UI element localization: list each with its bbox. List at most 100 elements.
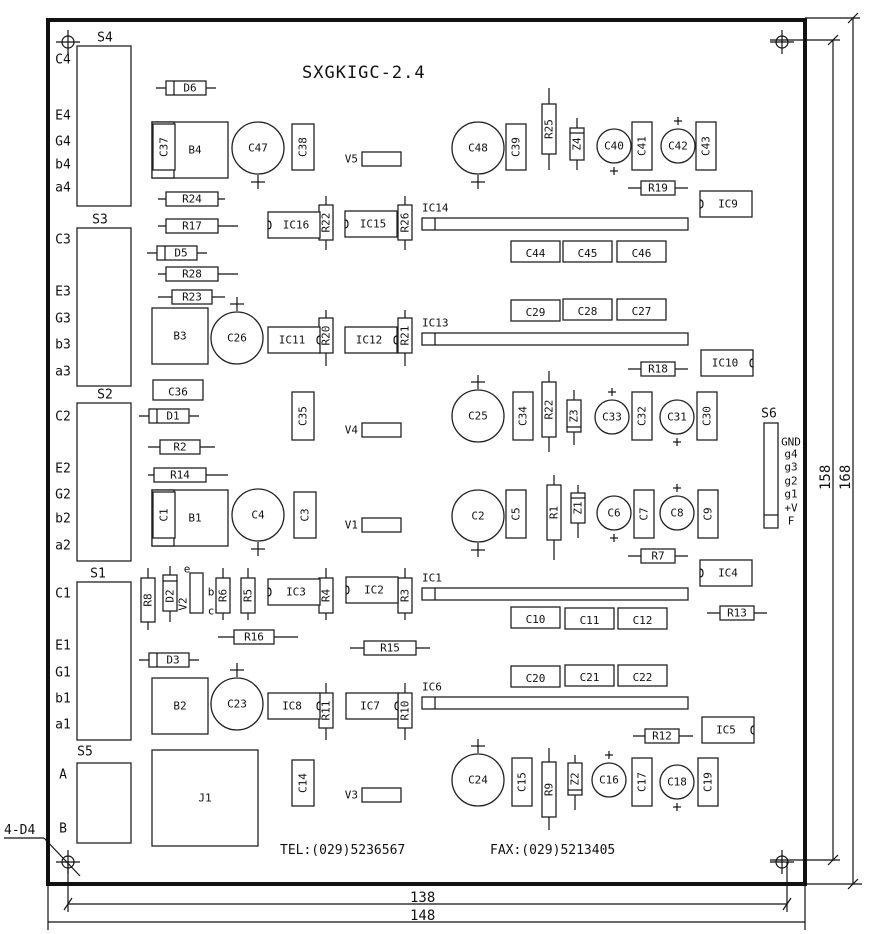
connector-pin-label: G4 [55,135,71,150]
component-label: C15 [516,772,529,792]
component-label: R9 [543,783,556,796]
mounting-hole-icon [770,850,794,874]
ic-ic9: IC9 [699,190,753,218]
component-label: R15 [380,642,400,655]
connector-pin-label: a1 [55,718,71,733]
resistor-r14: R14 [148,467,228,483]
resistor-r8: R8 [140,568,156,630]
component-label: R23 [182,291,202,304]
capacitor-c30: C30 [696,391,718,441]
regulator-v5: V5 [345,151,402,167]
component-label: C19 [702,772,715,792]
tel-label: TEL:(029)5236567 [280,843,405,858]
electrolytic-capacitor-c18: C18 [659,764,695,811]
connector-s5: S5A B [59,745,132,844]
component-label: R17 [182,220,202,233]
component-label: IC2 [364,584,384,597]
connector-ref: S1 [90,567,106,582]
diode-d5: D5 [147,245,207,261]
electrolytic-capacitor-c48: C48 [451,121,505,189]
connector-pin-label: b2 [55,512,71,527]
connector-pin-label: G2 [55,488,71,503]
regulator-v3: V3 [345,787,402,803]
electrolytic-capacitor-c31: C31 [659,399,695,446]
component-label: C17 [636,772,649,792]
component-label: C44 [526,247,546,260]
component-label: R22 [320,213,333,233]
electrolytic-capacitor-c8: C8 [659,484,695,531]
connector-pin-label: a2 [55,539,71,554]
capacitor-c32: C32 [631,391,653,441]
connector-pin-label: a3 [55,365,71,380]
mount-hole-label: 4-D4 [4,823,35,838]
connector-pin-label: B [59,822,67,837]
resistor-r9: R9 [541,748,557,830]
capacitor-c20: C20 [510,665,561,688]
mounting-hole-icon [56,850,80,874]
resistor-r12: R12 [633,728,693,744]
ic-notch-icon [699,199,704,209]
component-label: IC7 [360,700,380,713]
ic-ic16: IC16 [267,211,321,239]
capacitor-c27: C27 [616,298,667,321]
component-label: R5 [242,589,255,602]
fax-label: FAX:(029)5213405 [490,843,615,858]
component-label: IC4 [718,567,738,580]
ic-notch-icon [699,568,704,578]
electrolytic-capacitor-c2: C2 [451,489,505,557]
component-label: B2 [173,700,186,713]
resistor-r26: R26 [397,196,413,250]
electrolytic-capacitor-c24: C24 [451,739,505,807]
component-label: B3 [173,330,186,343]
component-label: D3 [166,654,179,667]
component-label: R14 [170,469,190,482]
component-label: R4 [320,589,333,603]
connector-ref: S5 [77,745,93,760]
capacitor-c14: C14 [291,759,315,807]
resistor-r13: R13 [707,605,767,621]
connector-pin-label: C3 [55,233,71,248]
component-label: IC1 [422,572,442,585]
ic-ic4: IC4 [699,559,753,587]
connector-pin-label: C1 [55,587,71,602]
connector-pin-label: C2 [55,410,71,425]
connector-pin-label: C4 [55,53,71,68]
component-label: C42 [668,140,688,153]
component-label: R8 [142,593,155,606]
component-label: D6 [183,82,196,95]
component-label: Z2 [569,772,582,785]
dim-168: 168 [838,465,854,490]
connector-pin-label: A [59,768,67,783]
component-label: IC6 [422,681,442,694]
component-label: R25 [543,119,556,139]
component-label: V5 [345,153,358,166]
component-label: C45 [578,247,598,260]
component-label: C9 [702,507,715,520]
resistor-r24: R24 [158,191,225,207]
component-label: IC14 [422,202,449,215]
capacitor-c22: C22 [617,664,668,687]
connector-pin-label: E4 [55,109,71,124]
component-label: R20 [320,326,333,346]
ic-ic8: IC8 [267,692,321,720]
component-label: R28 [182,268,202,281]
component-label: C5 [510,507,523,520]
component-label: IC15 [360,218,387,231]
transistor-pin-label: b [208,586,215,599]
component-label: R26 [399,213,412,233]
component-label: R1 [548,506,561,519]
ic-ic10: IC10 [700,349,754,377]
resistor-r17: R17 [158,218,238,234]
component-label: IC12 [356,334,383,347]
connector-ref: S4 [97,31,113,46]
component-label: C32 [636,406,649,426]
ic-ic7: IC7 [345,692,399,720]
component-label: V1 [345,519,358,532]
electrolytic-capacitor-c40: C40 [596,128,632,175]
resistor-r19: R19 [628,180,688,196]
regulator-v4: V4 [345,422,402,438]
transformer-b3: B3 [151,307,209,365]
capacitor-c19: C19 [697,757,719,807]
